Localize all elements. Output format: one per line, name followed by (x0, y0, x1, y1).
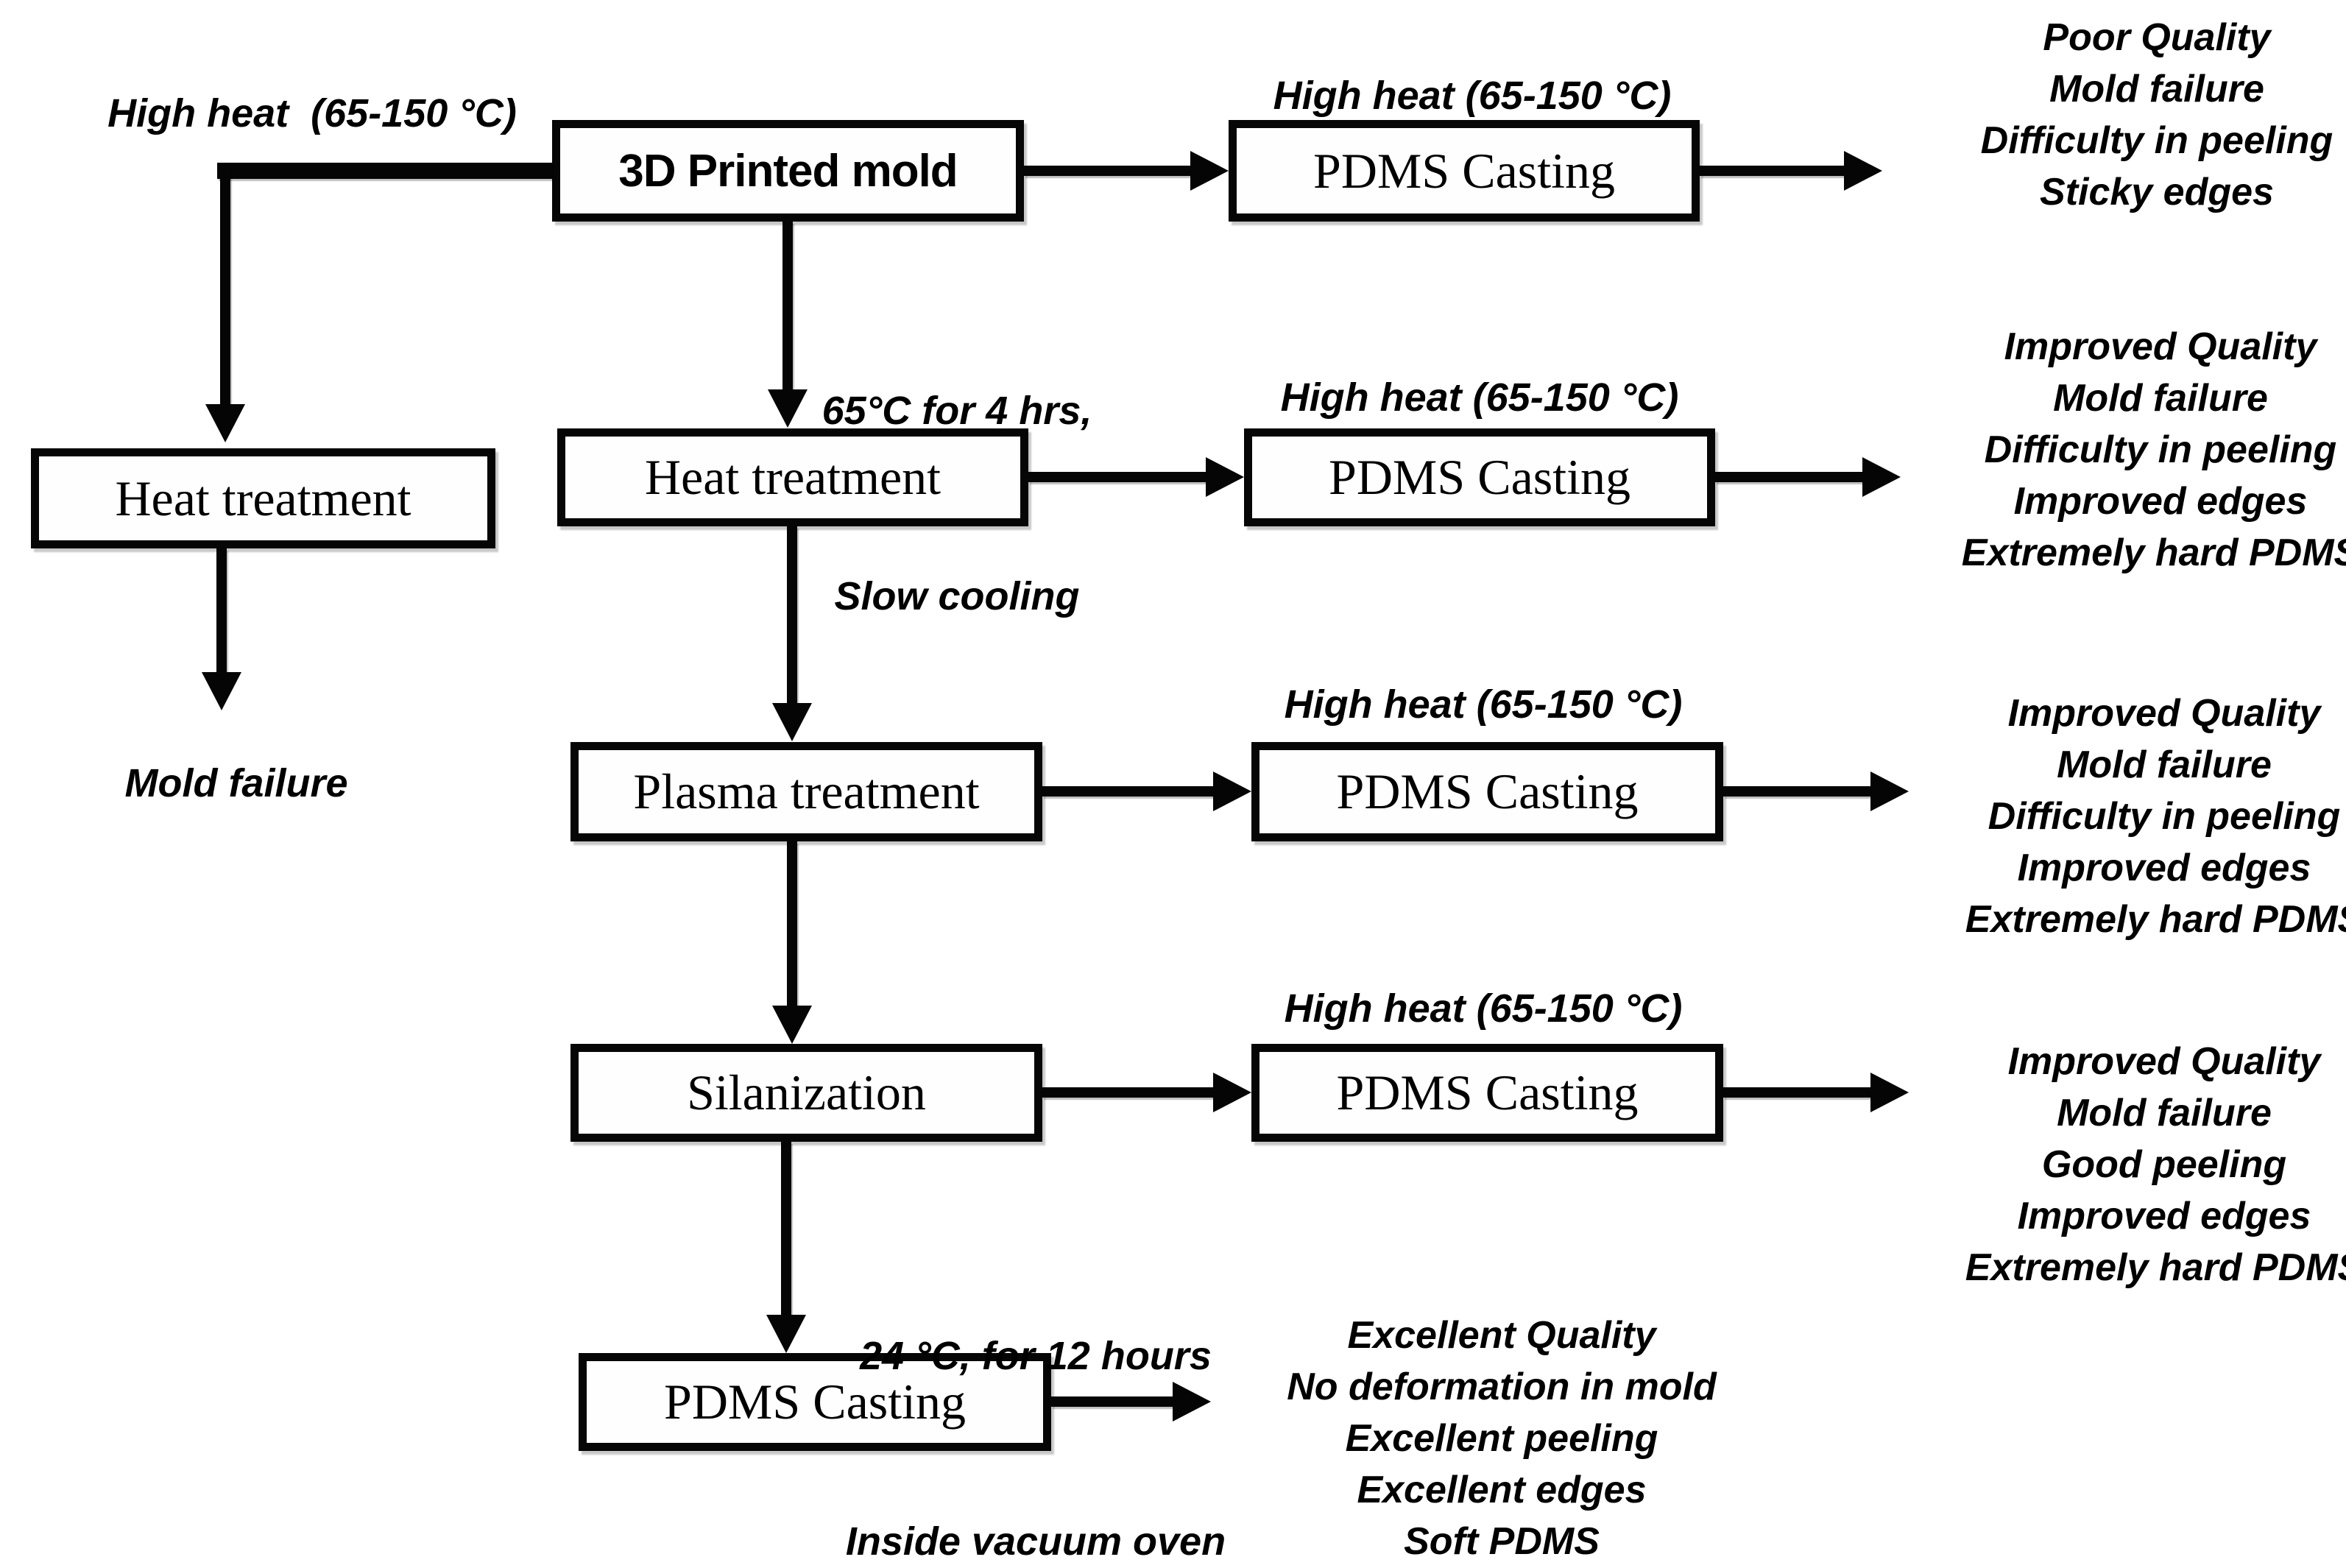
process-box-plasma-treatment: Plasma treatment (570, 742, 1042, 841)
outcome-list-silanization: Improved Quality Mold failure Good peeli… (1884, 1036, 2346, 1293)
process-box-label: PDMS Casting (1313, 142, 1615, 199)
process-box-label: PDMS Casting (1336, 1064, 1639, 1120)
label-high-heat-2: High heat (65-150 °C) (1280, 375, 1679, 420)
label-cure-24-line1: 24 °C, for 12 hours (860, 1334, 1212, 1378)
outcome-line: Difficulty in peeling (1988, 795, 2341, 838)
arrow-right-icon (1862, 457, 1901, 497)
outcome-line: Improved edges (2017, 1195, 2311, 1237)
label-cure-24: 24 °C, for 12 hours Inside vacuum oven (741, 1201, 1330, 1568)
arrow-plasma-to-pdms3-shaft (1042, 786, 1213, 797)
outcome-line: Improved Quality (2004, 325, 2317, 368)
arrow-pdms3-to-outcome-shaft (1723, 786, 1870, 797)
arrow-right-icon (1190, 151, 1229, 191)
process-box-label: Silanization (687, 1064, 926, 1120)
process-box-label: Heat treatment (115, 470, 411, 526)
outcome-list-direct: Poor Quality Mold failure Difficulty in … (1877, 12, 2346, 218)
process-box-silanization: Silanization (570, 1044, 1042, 1142)
arrow-pdms1-to-outcome-shaft (1700, 166, 1844, 176)
outcome-line: Extremely hard PDMS (1961, 532, 2346, 574)
outcome-line: Extremely hard PDMS (1965, 898, 2346, 941)
arrow-down-icon (205, 404, 245, 442)
label-high-heat-3: High heat (65-150 °C) (1284, 682, 1683, 727)
process-box-label: PDMS Casting (1329, 449, 1630, 505)
process-box-pdms-casting-final: PDMS Casting (579, 1353, 1051, 1451)
arrow-right-icon (1844, 151, 1882, 191)
outcome-line: Improved Quality (2007, 1040, 2321, 1083)
arrow-right-icon (1213, 1073, 1251, 1112)
arrow-right-icon (1213, 771, 1251, 811)
process-box-heat-treatment-left: Heat treatment (31, 448, 495, 548)
outcome-list-heat: Improved Quality Mold failure Difficulty… (1881, 321, 2346, 579)
arrow-plasma-to-silanization-shaft (787, 841, 797, 1007)
outcome-line: Extremely hard PDMS (1965, 1246, 2346, 1289)
outcome-line: Improved edges (2013, 480, 2308, 523)
arrow-silanization-to-final-shaft (781, 1142, 791, 1316)
process-box-label: Heat treatment (644, 449, 941, 505)
process-box-heat-treatment: Heat treatment (557, 428, 1028, 526)
process-box-pdms-casting-2: PDMS Casting (1244, 428, 1715, 526)
process-box-label: PDMS Casting (664, 1374, 966, 1430)
process-box-pdms-casting-4: PDMS Casting (1251, 1044, 1723, 1142)
process-box-3d-printed-mold: 3D Printed mold (552, 120, 1024, 222)
arrow-right-icon (1206, 457, 1244, 497)
arrow-down-icon (772, 703, 812, 741)
label-high-heat-1: High heat (65-150 °C) (1273, 74, 1672, 118)
arrow-down-icon (766, 1315, 806, 1353)
arrow-heat-to-pdms2-shaft (1028, 472, 1206, 482)
outcome-line: Mold failure (2057, 1092, 2272, 1134)
outcome-line: Poor Quality (2043, 16, 2271, 59)
outcome-line: Mold failure (2053, 377, 2268, 420)
arrow-down-icon (202, 672, 241, 710)
outcome-line: Soft PDMS (1404, 1520, 1600, 1563)
label-high-heat-left: High heat (65-150 °C) (107, 91, 517, 135)
arrow-right-icon (1870, 1073, 1909, 1112)
process-box-pdms-casting-3: PDMS Casting (1251, 742, 1723, 841)
label-cure-24-line2: Inside vacuum oven (845, 1519, 1226, 1564)
arrow-down-icon (768, 389, 808, 428)
arrow-pdms2-to-outcome-shaft (1715, 472, 1862, 482)
outcome-line: Improved Quality (2007, 692, 2321, 735)
outcome-list-plasma: Improved Quality Mold failure Difficulty… (1884, 688, 2346, 945)
outcome-line: Mold failure (2049, 68, 2264, 110)
outcome-list-final: Excellent Quality No deformation in mold… (1222, 1310, 1781, 1567)
outcome-line: Difficulty in peeling (1980, 119, 2333, 162)
label-cure-65: 65°C for 4 hrs, Slow cooling (663, 256, 1251, 751)
process-box-label: PDMS Casting (1336, 763, 1639, 819)
outcome-line: Sticky edges (2040, 171, 2274, 213)
outcome-line: Difficulty in peeling (1984, 428, 2337, 471)
outcome-line: Mold failure (2057, 744, 2272, 786)
outcome-line: Excellent Quality (1347, 1314, 1656, 1357)
outcome-line: Excellent edges (1357, 1469, 1647, 1511)
elbow-vertical-shaft (220, 163, 230, 406)
arrow-final-to-outcome-shaft (1051, 1396, 1173, 1407)
arrow-right-icon (1173, 1382, 1211, 1422)
outcome-line: Improved edges (2017, 847, 2311, 889)
process-box-label: 3D Printed mold (618, 145, 958, 197)
process-box-label: Plasma treatment (633, 763, 980, 819)
process-box-pdms-casting-1: PDMS Casting (1229, 120, 1700, 222)
label-cure-65-line2: Slow cooling (834, 574, 1080, 618)
arrow-heatleft-down-shaft (216, 548, 227, 674)
outcome-line: Good peeling (2041, 1143, 2287, 1186)
arrow-right-icon (1870, 771, 1909, 811)
elbow-horizontal-shaft (217, 163, 552, 179)
label-high-heat-4: High heat (65-150 °C) (1284, 986, 1683, 1031)
outcome-line: Excellent peeling (1345, 1417, 1658, 1460)
outcome-line: No deformation in mold (1287, 1366, 1717, 1408)
label-cure-65-line1: 65°C for 4 hrs, (822, 389, 1092, 433)
label-mold-failure: Mold failure (124, 761, 348, 805)
arrow-mold-to-pdms1-shaft (1024, 166, 1193, 176)
arrow-heat-to-plasma-shaft (787, 526, 797, 704)
arrow-silanization-to-pdms4-shaft (1042, 1087, 1213, 1098)
arrow-mold-to-heat-shaft (782, 222, 793, 391)
arrow-down-icon (772, 1006, 812, 1044)
arrow-pdms4-to-outcome-shaft (1723, 1087, 1870, 1098)
